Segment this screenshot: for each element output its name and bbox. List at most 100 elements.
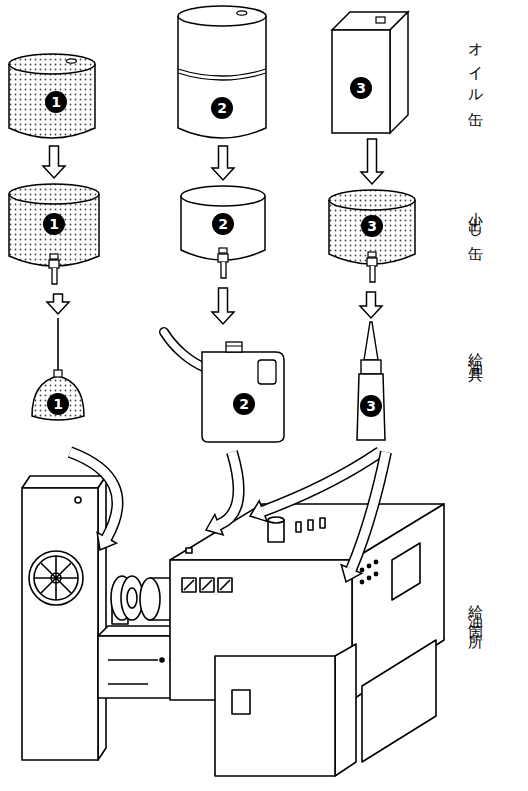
shape-part <box>263 452 380 511</box>
flow-arrow <box>361 139 383 184</box>
shape-part <box>219 248 227 253</box>
callout-number: 1 <box>45 91 67 113</box>
shape-part <box>237 11 247 15</box>
container: 1 <box>28 318 88 424</box>
housing-top <box>22 476 106 488</box>
shape-part <box>368 252 376 257</box>
flow-arrow <box>212 146 234 180</box>
curved-arrow <box>206 452 239 535</box>
shape-part <box>357 374 385 440</box>
shape-part <box>178 69 266 80</box>
curved-arrow <box>70 452 117 550</box>
shape-part <box>250 501 267 522</box>
shape-part <box>360 580 363 583</box>
shape-part <box>329 190 415 210</box>
callout-number: 1 <box>47 393 69 415</box>
side-door <box>362 640 436 762</box>
shape-part <box>70 452 117 538</box>
shape-part <box>367 576 370 579</box>
handwheel-spokes <box>34 556 78 600</box>
handwheel <box>29 551 83 605</box>
shape-part <box>70 452 117 538</box>
shape-part <box>347 567 355 571</box>
shape-part <box>376 17 385 23</box>
hole <box>75 497 81 503</box>
shape-part <box>164 332 206 368</box>
motor-end <box>140 578 160 620</box>
shape-part <box>97 532 116 550</box>
shape-part <box>103 536 111 540</box>
panel-dots <box>360 560 377 583</box>
shape-part <box>374 560 377 563</box>
container-shape <box>8 182 100 290</box>
small-cap <box>186 548 192 553</box>
shape-part <box>50 254 58 259</box>
container: 1 <box>8 182 100 290</box>
cabinet-window <box>232 690 250 714</box>
shape-part <box>262 507 265 515</box>
shape-part <box>160 658 164 662</box>
shape-part <box>351 452 386 569</box>
shape-part <box>390 12 408 133</box>
container: 2 <box>180 184 266 284</box>
callout-number: 1 <box>43 213 65 235</box>
shape-part <box>221 262 226 278</box>
callout-number: 2 <box>233 393 255 415</box>
shape-part <box>258 360 276 384</box>
row-label: 小出し缶 <box>466 200 485 241</box>
shape-part <box>9 64 95 138</box>
window-marks <box>184 580 230 590</box>
shape-part <box>219 452 239 525</box>
cabinet-front <box>215 656 335 776</box>
shape-part <box>361 360 381 374</box>
flow-arrow <box>360 292 382 318</box>
container: 1 <box>8 52 96 142</box>
container: 3 <box>330 10 410 135</box>
container: 3 <box>328 188 416 288</box>
top-cylinder-cap <box>268 517 284 523</box>
shape-part <box>9 54 95 74</box>
shape-part <box>367 258 377 266</box>
shape-part <box>219 452 239 525</box>
shape-part <box>54 370 62 377</box>
housing-side <box>98 476 106 760</box>
curved-arrow <box>341 452 386 582</box>
cabinet-side <box>335 644 356 776</box>
shape-part <box>52 268 57 284</box>
bed-lines <box>108 660 158 684</box>
shape-part <box>332 30 390 133</box>
shape-part <box>367 564 370 567</box>
shape-part <box>370 266 375 282</box>
container: 2 <box>177 4 267 142</box>
row-label: 給油具 <box>466 340 485 364</box>
shape-part <box>57 318 59 374</box>
container-shape <box>328 188 416 288</box>
shape-part <box>32 376 84 420</box>
shape-part <box>66 59 76 63</box>
shape-part <box>206 515 223 535</box>
shape-part <box>341 565 361 582</box>
shape-part <box>9 184 99 204</box>
knob <box>308 520 313 530</box>
shape-part <box>164 332 206 368</box>
shape-part <box>226 342 242 352</box>
callout-number: 2 <box>211 97 233 119</box>
shape-part <box>49 260 59 268</box>
chuck-center <box>127 588 137 608</box>
flow-arrow <box>43 146 65 178</box>
row-label: 給油箇所 <box>466 592 485 632</box>
shape-part <box>226 346 242 347</box>
callout-number: 3 <box>361 215 383 237</box>
container-shape <box>356 322 386 442</box>
knob <box>296 522 301 532</box>
callout-number: 3 <box>360 395 382 417</box>
row-label: オイル缶 <box>466 32 485 107</box>
callout-number: 3 <box>350 77 372 99</box>
shape-part <box>178 6 266 26</box>
callout-number: 2 <box>212 213 234 235</box>
shape-part <box>202 352 284 442</box>
shape-part <box>360 568 363 571</box>
handwheel-rim <box>34 556 78 600</box>
